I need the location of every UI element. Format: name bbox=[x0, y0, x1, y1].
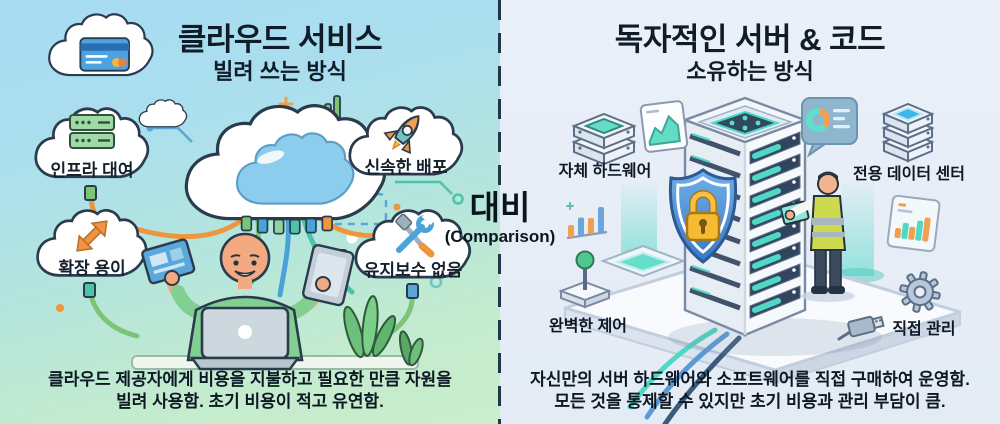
panel-divider bbox=[498, 0, 501, 186]
label-full-control: 완벽한 제어 bbox=[548, 318, 628, 335]
left-description-line1: 클라우드 제공자에게 비용을 지불하고 필요한 만큼 자원을 bbox=[48, 370, 452, 389]
credit-card bbox=[79, 37, 130, 72]
left-description-line2: 빌려 사용함. 초기 비용이 적고 유연함. bbox=[116, 392, 384, 412]
donut-chart-card-icon bbox=[801, 97, 858, 158]
bubble-rapid-deploy: 신속한 배포 bbox=[342, 103, 470, 187]
label-dedicated-datacenter: 전용 데이터 센터 bbox=[853, 166, 965, 183]
server-icon bbox=[28, 114, 156, 150]
technician bbox=[782, 171, 855, 302]
usb-plug-icon bbox=[837, 315, 885, 341]
plant bbox=[343, 295, 424, 367]
laptop-icon bbox=[189, 306, 301, 371]
label-own-hardware: 자체 하드웨어 bbox=[558, 163, 652, 180]
bar-chart-card-icon bbox=[886, 194, 941, 253]
bubble-label: 확장 용이 bbox=[58, 259, 126, 278]
server-stack-icon bbox=[571, 112, 637, 166]
bar-chart-icon bbox=[566, 202, 608, 240]
bubble-label: 신속한 배포 bbox=[364, 158, 448, 177]
cloud-connectors bbox=[240, 215, 333, 235]
joystick-icon bbox=[558, 250, 612, 309]
left-description: 클라우드 제공자에게 비용을 지불하고 필요한 만큼 자원을 빌려 사용함. 초… bbox=[15, 369, 485, 414]
right-description-line2: 모든 것을 통제할 수 있지만 초기 비용과 관리 부담이 큼. bbox=[554, 392, 946, 412]
rocket-icon bbox=[342, 109, 470, 155]
expand-arrows-icon bbox=[30, 213, 154, 259]
bubble-no-maintenance: 유지보수 없음 bbox=[348, 206, 478, 290]
comparison-label: 대비 (Comparison) bbox=[445, 191, 556, 247]
rack-rows-right bbox=[749, 131, 801, 319]
tools-icon bbox=[348, 214, 478, 258]
light-beam bbox=[842, 182, 874, 276]
platform-cables bbox=[627, 327, 742, 424]
inner-blue-cloud bbox=[236, 132, 355, 205]
light-beam bbox=[621, 182, 657, 258]
left-title: 클라우드 서비스 bbox=[177, 22, 383, 57]
left-subtitle: 빌려 쓰는 방식 bbox=[213, 59, 347, 84]
tower-top bbox=[681, 96, 809, 144]
bubble-infra-rental: 인프라 대여 bbox=[28, 104, 156, 190]
cloud-credit-card-icon bbox=[48, 13, 154, 77]
big-cloud-icon bbox=[184, 104, 387, 235]
area-chart-card-icon bbox=[639, 100, 689, 153]
bubble-label: 인프라 대여 bbox=[50, 161, 134, 180]
right-subtitle: 소유하는 방식 bbox=[686, 59, 814, 84]
tower-shadow bbox=[668, 318, 882, 356]
cloud-services-panel: 클라우드 서비스 빌려 쓰는 방식 bbox=[0, 0, 500, 424]
person-with-laptop bbox=[131, 232, 424, 371]
bubble-label: 유지보수 없음 bbox=[363, 261, 463, 280]
comparison-label-english: (Comparison) bbox=[444, 227, 556, 246]
glow-pad bbox=[600, 244, 686, 278]
label-direct-management: 직접 관리 bbox=[892, 321, 956, 338]
tablet-gray bbox=[302, 243, 355, 307]
padlock bbox=[685, 190, 721, 242]
own-server-panel: 독자적인 서버 & 코드 소유하는 방식 bbox=[500, 0, 1000, 424]
right-description: 자신만의 서버 하드웨어와 소프트웨어를 직접 구매하여 운영함. 모든 것을 … bbox=[515, 369, 985, 414]
right-description-line1: 자신만의 서버 하드웨어와 소프트웨어를 직접 구매하여 운영함. bbox=[530, 370, 970, 389]
shield-lock-icon bbox=[668, 168, 738, 264]
right-title: 독자적인 서버 & 코드 bbox=[614, 22, 886, 57]
panel-divider bbox=[498, 254, 501, 424]
comparison-label-korean: 대비 bbox=[469, 189, 531, 226]
tablet-blue bbox=[141, 238, 196, 285]
server-stack-icon bbox=[881, 102, 935, 163]
bubble-easy-scaling: 확장 용이 bbox=[30, 206, 154, 288]
gear-icon bbox=[899, 271, 941, 313]
